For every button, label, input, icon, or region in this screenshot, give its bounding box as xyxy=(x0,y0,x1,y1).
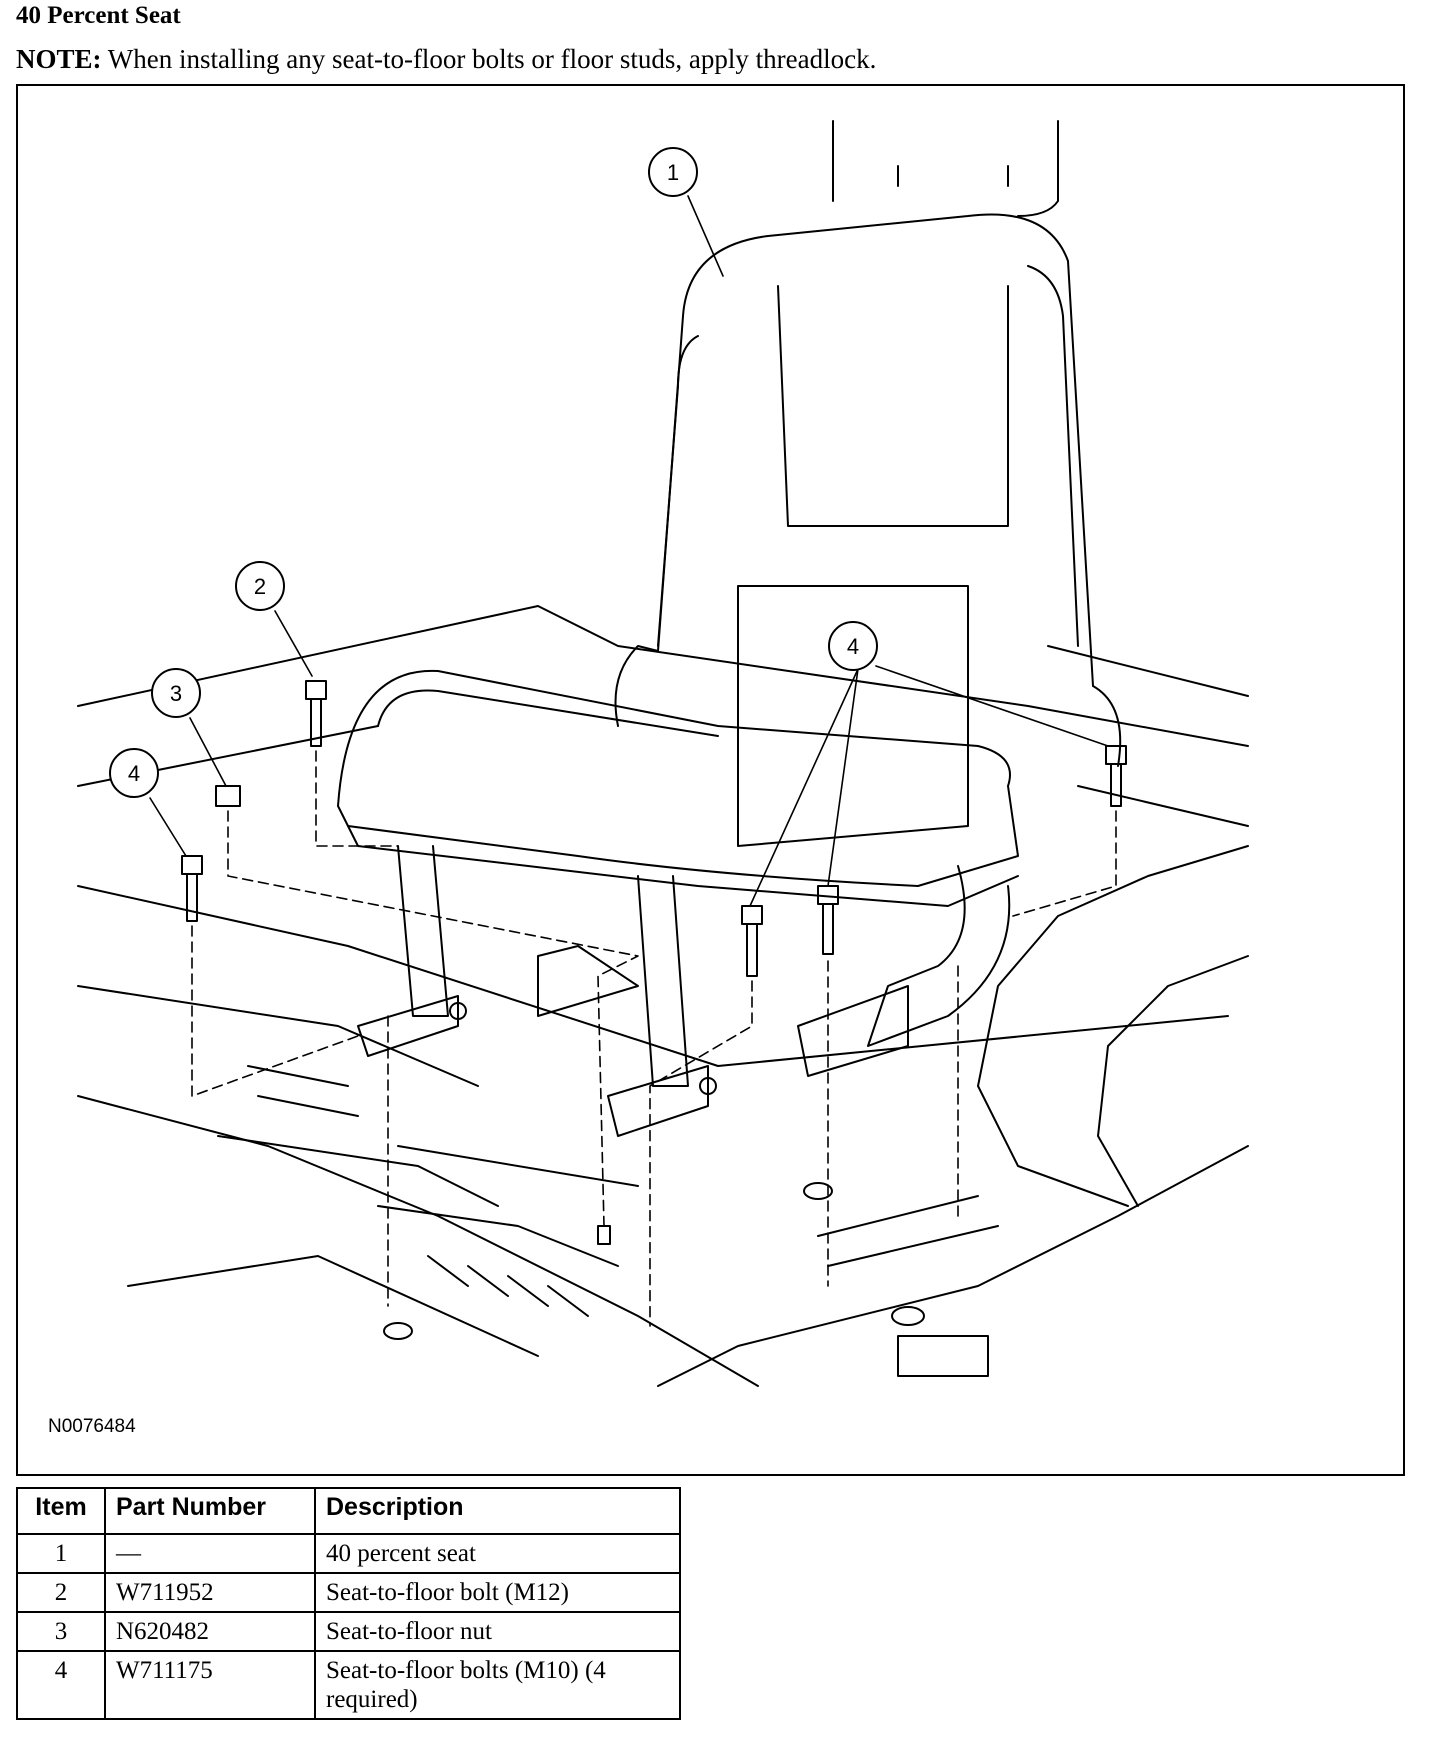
row-item: 1 xyxy=(16,1533,106,1574)
col-desc-header: Description xyxy=(314,1487,681,1535)
seat-diagram: 1 2 3 4 4 N0076484 xyxy=(16,84,1405,1476)
callout-1: 1 xyxy=(648,147,698,197)
row-description: Seat-to-floor bolts (M10) (4 required) xyxy=(314,1650,681,1720)
row-description: Seat-to-floor nut xyxy=(314,1611,681,1652)
table-row: 2 W711952 Seat-to-floor bolt (M12) xyxy=(16,1572,681,1613)
callout-1-label: 1 xyxy=(667,160,679,185)
parts-table: Item Part Number Description 1 — 40 perc… xyxy=(16,1487,681,1720)
callout-4-left-label: 4 xyxy=(128,761,140,786)
row-part-number: W711952 xyxy=(104,1572,316,1613)
row-item: 4 xyxy=(16,1650,106,1720)
table-row: 4 W711175 Seat-to-floor bolts (M10) (4 r… xyxy=(16,1650,681,1720)
row-part-number: — xyxy=(104,1533,316,1574)
callout-leaders xyxy=(149,195,1109,907)
col-item-header: Item xyxy=(16,1487,106,1535)
note-body: When installing any seat-to-floor bolts … xyxy=(107,44,877,74)
callout-2-label: 2 xyxy=(254,574,266,599)
seat-back xyxy=(614,120,1122,847)
leader-lines xyxy=(191,750,1117,1327)
col-part-header: Part Number xyxy=(104,1487,316,1535)
callout-3: 3 xyxy=(151,668,201,718)
note-label: NOTE: xyxy=(16,44,102,74)
row-part-number: N620482 xyxy=(104,1611,316,1652)
note-text: NOTE: When installing any seat-to-floor … xyxy=(16,44,876,75)
table-header-row: Item Part Number Description xyxy=(16,1487,681,1535)
row-description: Seat-to-floor bolt (M12) xyxy=(314,1572,681,1613)
callout-2: 2 xyxy=(235,561,285,611)
section-title: 40 Percent Seat xyxy=(16,2,181,29)
callout-4-right: 4 xyxy=(828,621,878,671)
floor-pan xyxy=(77,605,1249,1387)
seat-cushion xyxy=(337,669,1019,907)
fasteners xyxy=(181,680,1127,1245)
row-description: 40 percent seat xyxy=(314,1533,681,1574)
seat-legs xyxy=(357,845,1011,1137)
table-row: 3 N620482 Seat-to-floor nut xyxy=(16,1611,681,1652)
row-part-number: W711175 xyxy=(104,1650,316,1720)
figure-id: N0076484 xyxy=(48,1416,136,1437)
table-row: 1 — 40 percent seat xyxy=(16,1533,681,1574)
callout-4-left: 4 xyxy=(109,748,159,798)
row-item: 2 xyxy=(16,1572,106,1613)
callout-3-label: 3 xyxy=(170,681,182,706)
row-item: 3 xyxy=(16,1611,106,1652)
callout-4-right-label: 4 xyxy=(847,634,859,659)
